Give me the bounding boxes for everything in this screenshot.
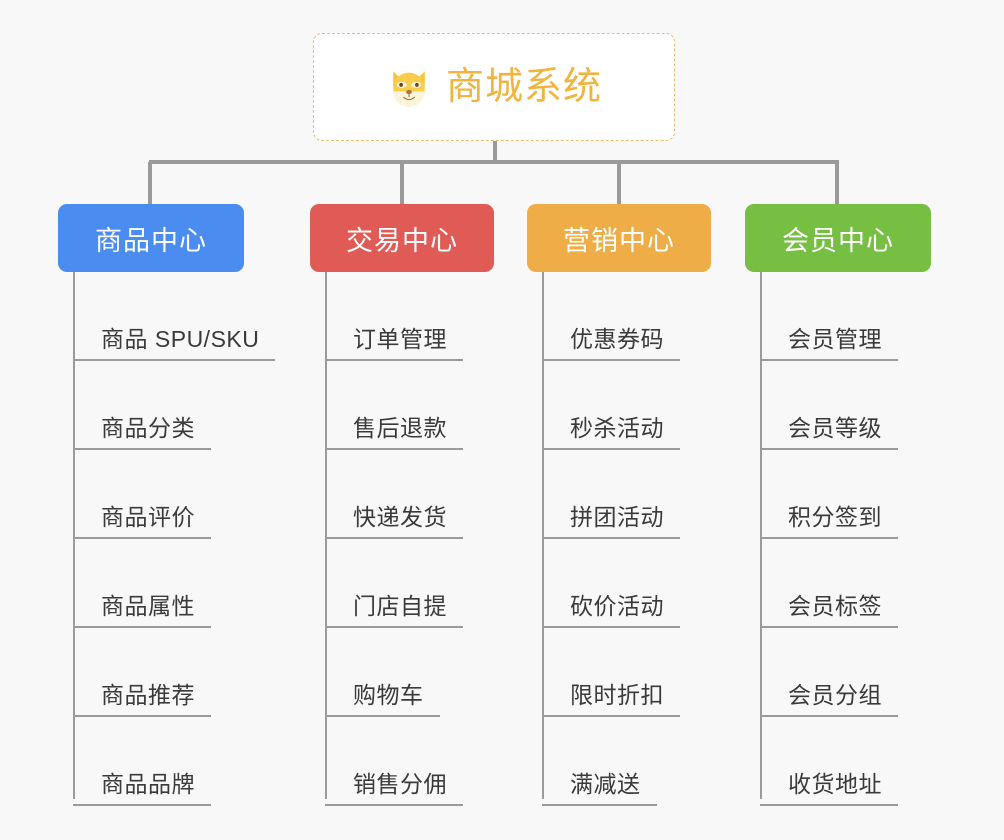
leaf-list: 商品 SPU/SKU 商品分类 商品评价 商品属性 商品推荐 商品品牌	[58, 272, 276, 806]
leaf-label: 购物车	[353, 681, 424, 708]
leaf-label: 收货地址	[788, 770, 882, 797]
list-item[interactable]: 商品属性	[58, 539, 275, 628]
leaf-label: 秒杀活动	[570, 414, 664, 441]
leaf-label: 拼团活动	[570, 503, 664, 530]
connector-drop-4	[835, 162, 839, 204]
category-header-product[interactable]: 商品中心	[58, 204, 244, 272]
list-item[interactable]: 快递发货	[310, 450, 463, 539]
category-spine	[73, 272, 75, 799]
category-label: 交易中心	[346, 225, 458, 256]
dog-face-icon	[393, 71, 425, 108]
category-label: 会员中心	[782, 225, 894, 256]
leaf-label: 商品属性	[101, 592, 195, 619]
leaf-list: 会员管理 会员等级 积分签到 会员标签 会员分组 收货地址	[745, 272, 898, 806]
list-item[interactable]: 购物车	[310, 628, 463, 717]
leaf-label: 积分签到	[788, 503, 882, 530]
root-node[interactable]: 商城系统	[313, 33, 675, 141]
leaf-label: 会员标签	[788, 592, 882, 619]
connector-drop-2	[400, 162, 404, 204]
leaf-label: 快递发货	[353, 503, 447, 530]
category-header-member[interactable]: 会员中心	[745, 204, 931, 272]
root-title: 商城系统	[445, 66, 602, 108]
list-item[interactable]: 商品分类	[58, 361, 275, 450]
list-item[interactable]: 售后退款	[310, 361, 463, 450]
list-item[interactable]: 优惠券码	[527, 272, 680, 361]
list-item[interactable]: 会员分组	[745, 628, 898, 717]
list-item[interactable]: 收货地址	[745, 717, 898, 806]
leaf-list: 订单管理 售后退款 快递发货 门店自提 购物车 销售分佣	[310, 272, 463, 806]
connector-root-stem	[493, 141, 497, 162]
list-item[interactable]: 满减送	[527, 717, 680, 806]
list-item[interactable]: 限时折扣	[527, 628, 680, 717]
list-item[interactable]: 秒杀活动	[527, 361, 680, 450]
list-item[interactable]: 门店自提	[310, 539, 463, 628]
category-column-trade: 交易中心 订单管理 售后退款 快递发货 门店自提 购物车 销售分佣	[310, 204, 494, 806]
connector-horizontal-bus	[149, 160, 839, 164]
category-column-marketing: 营销中心 优惠券码 秒杀活动 拼团活动 砍价活动 限时折扣 满减送	[527, 204, 711, 806]
leaf-label: 订单管理	[353, 325, 447, 352]
list-item[interactable]: 砍价活动	[527, 539, 680, 628]
category-column-member: 会员中心 会员管理 会员等级 积分签到 会员标签 会员分组 收货地址	[745, 204, 931, 806]
leaf-label: 优惠券码	[570, 325, 664, 352]
list-item[interactable]: 商品推荐	[58, 628, 275, 717]
leaf-label: 会员等级	[788, 414, 882, 441]
leaf-label: 砍价活动	[570, 592, 664, 619]
leaf-label: 商品评价	[101, 503, 195, 530]
category-header-marketing[interactable]: 营销中心	[527, 204, 711, 272]
category-header-trade[interactable]: 交易中心	[310, 204, 494, 272]
leaf-label: 售后退款	[353, 414, 447, 441]
list-item[interactable]: 商品评价	[58, 450, 275, 539]
list-item[interactable]: 商品品牌	[58, 717, 275, 806]
category-spine	[542, 272, 544, 799]
leaf-label: 商品品牌	[101, 770, 195, 797]
leaf-label: 商品分类	[101, 414, 195, 441]
leaf-label: 满减送	[570, 770, 641, 797]
leaf-label: 会员分组	[788, 681, 882, 708]
category-spine	[760, 272, 762, 799]
list-item[interactable]: 会员管理	[745, 272, 898, 361]
list-item[interactable]: 积分签到	[745, 450, 898, 539]
list-item[interactable]: 拼团活动	[527, 450, 680, 539]
leaf-label: 销售分佣	[353, 770, 447, 797]
category-label: 营销中心	[563, 225, 675, 256]
list-item[interactable]: 商品 SPU/SKU	[58, 272, 276, 361]
connector-drop-3	[617, 162, 621, 204]
leaf-label: 商品推荐	[101, 681, 195, 708]
leaf-label: 限时折扣	[570, 681, 664, 708]
connector-drop-1	[148, 162, 152, 204]
category-label: 商品中心	[95, 225, 207, 256]
leaf-label: 商品 SPU/SKU	[101, 325, 260, 352]
list-item[interactable]: 销售分佣	[310, 717, 463, 806]
leaf-label: 会员管理	[788, 325, 882, 352]
leaf-list: 优惠券码 秒杀活动 拼团活动 砍价活动 限时折扣 满减送	[527, 272, 680, 806]
list-item[interactable]: 会员标签	[745, 539, 898, 628]
category-spine	[325, 272, 327, 799]
list-item[interactable]: 会员等级	[745, 361, 898, 450]
list-item[interactable]: 订单管理	[310, 272, 463, 361]
leaf-label: 门店自提	[353, 592, 447, 619]
category-column-product: 商品中心 商品 SPU/SKU 商品分类 商品评价 商品属性 商品推荐 商品品牌	[58, 204, 276, 806]
